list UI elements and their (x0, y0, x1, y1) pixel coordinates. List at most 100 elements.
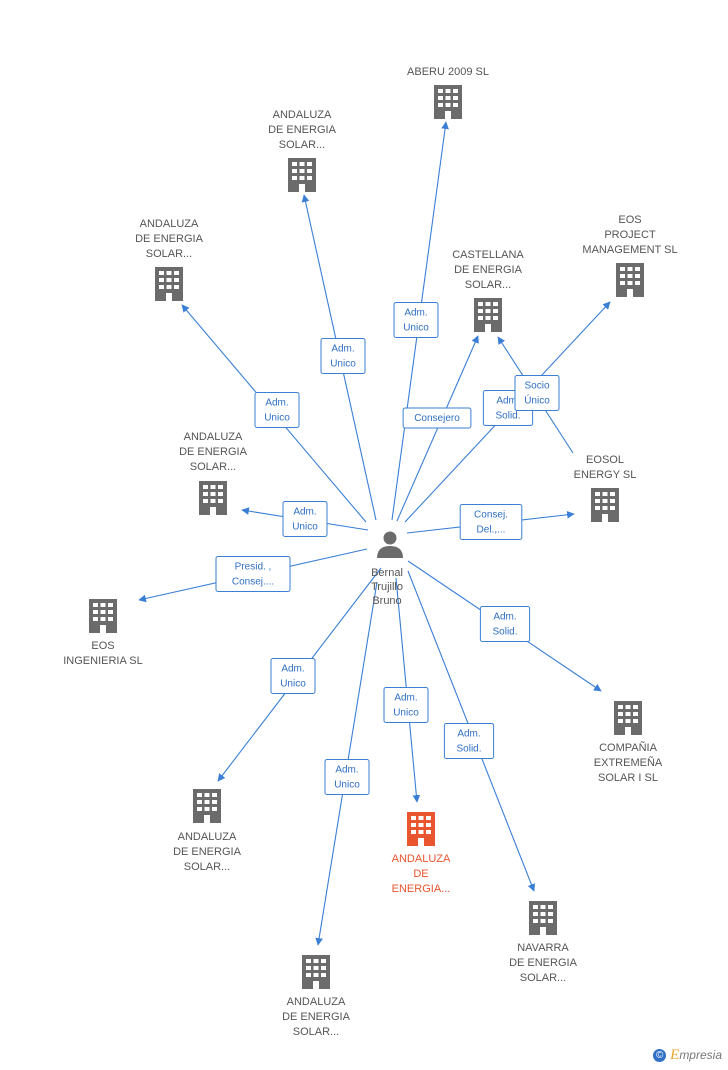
company-label-line: ANDALUZA (287, 996, 346, 1008)
role-text: Adm. (293, 507, 316, 518)
role-box (254, 392, 300, 428)
relation-role-label[interactable]: Adm. Unico (324, 759, 370, 795)
company-node-andaluza-main[interactable]: ANDALUZA DE ENERGIA... (392, 812, 451, 895)
relation-role-label[interactable]: Adm. Unico (320, 338, 366, 374)
role-text: Unico (403, 323, 429, 334)
company-node-andaluza-midleft[interactable]: ANDALUZA DE ENERGIA SOLAR... (179, 431, 248, 515)
building-icon (155, 267, 183, 301)
relation-role-label[interactable]: Consej. Del.,... (459, 504, 523, 540)
role-text: Adm. (331, 344, 354, 355)
company-label-line: ABERU 2009 SL (407, 66, 489, 78)
building-icon (288, 158, 316, 192)
role-text: Adm. (265, 398, 288, 409)
role-box (393, 302, 439, 338)
role-text: Consejero (414, 413, 460, 424)
company-label-line: SOLAR... (465, 279, 511, 291)
company-label-line: SOLAR... (184, 861, 230, 873)
role-text: Unico (334, 780, 360, 791)
company-label-line: ANDALUZA (392, 853, 451, 865)
company-label-line: NAVARRA (517, 942, 569, 954)
relation-role-label[interactable]: Adm.Solid. (479, 606, 531, 642)
company-label-line: EXTREMEÑA (594, 756, 663, 769)
company-label-line: INGENIERIA SL (63, 655, 142, 667)
building-icon (474, 298, 502, 332)
company-label-line: DE ENERGIA (509, 957, 578, 969)
company-label-line: ANDALUZA (184, 431, 243, 443)
person-name-line: Bruno (372, 595, 401, 607)
brand-initial: E (670, 1047, 680, 1063)
company-label-line: ENERGY SL (574, 469, 637, 481)
company-label-line: ANDALUZA (178, 831, 237, 843)
company-node-castellana[interactable]: CASTELLANA DE ENERGIA SOLAR... (452, 249, 524, 332)
relation-role-label[interactable]: Adm.Unico (254, 392, 300, 428)
relation-role-label[interactable]: Adm. Unico (383, 687, 429, 723)
relation-role-label[interactable]: Adm. Unico (393, 302, 439, 338)
role-text: Consej. (474, 510, 508, 521)
relation-role-label[interactable]: Consejero (402, 407, 472, 429)
role-text: Adm. (335, 765, 358, 776)
company-label-line: DE ENERGIA (173, 846, 242, 858)
company-label-line: SOLAR... (293, 1026, 339, 1038)
company-label-line: DE ENERGIA (268, 124, 337, 136)
company-label-line: DE ENERGIA (179, 446, 248, 458)
building-icon (199, 481, 227, 515)
role-text: Del.,... (477, 525, 506, 536)
company-node-compania[interactable]: COMPAÑIA EXTREMEÑA SOLAR I SL (594, 701, 663, 784)
role-text: Adm. (281, 664, 304, 675)
role-text: Unico (393, 708, 419, 719)
company-label-line: SOLAR I SL (598, 772, 658, 784)
building-icon (434, 85, 462, 119)
role-text: Adm. (404, 308, 427, 319)
relation-role-label[interactable]: Adm.Unico (282, 501, 328, 537)
relation-role-label[interactable]: Adm.Solid. (443, 723, 495, 759)
company-node-aberu[interactable]: ABERU 2009 SL (407, 66, 489, 119)
building-icon (407, 812, 435, 846)
building-icon (591, 488, 619, 522)
company-label-line: SOLAR... (190, 461, 236, 473)
role-box (324, 759, 370, 795)
building-icon (302, 955, 330, 989)
role-box (479, 606, 531, 642)
brand-logo: ©Empresia (653, 1047, 722, 1064)
company-node-eos-ing[interactable]: EOS INGENIERIA SL (63, 599, 143, 667)
company-label-line: ENERGIA... (392, 883, 451, 895)
role-text: Adm. (457, 729, 480, 740)
copyright-icon: © (653, 1049, 667, 1063)
role-text: Unico (280, 679, 306, 690)
company-label-line: DE ENERGIA (454, 264, 523, 276)
company-label-line: ANDALUZA (273, 109, 332, 121)
role-box (459, 504, 523, 540)
company-node-navarra[interactable]: NAVARRA DE ENERGIA SOLAR... (509, 901, 578, 984)
building-icon (614, 701, 642, 735)
company-node-andaluza-lowleft[interactable]: ANDALUZA DE ENERGIA SOLAR... (173, 789, 242, 873)
brand-name: mpresia (679, 1048, 722, 1062)
role-box (215, 556, 291, 592)
company-label-line: EOS (91, 640, 114, 652)
company-label-line: COMPAÑIA (599, 741, 658, 754)
company-label-line: EOS (618, 214, 641, 226)
role-box (282, 501, 328, 537)
person-icon (377, 531, 403, 558)
role-text: Adm. (493, 612, 516, 623)
role-box (443, 723, 495, 759)
role-text: Adm. (394, 693, 417, 704)
relation-role-label[interactable]: Presid. ,Consej.... (215, 556, 291, 592)
building-icon (529, 901, 557, 935)
company-label-line: MANAGEMENT SL (582, 244, 677, 256)
role-text: Único (524, 394, 550, 407)
person-name-line: Bernal (371, 567, 403, 579)
building-icon (89, 599, 117, 633)
company-label-line: SOLAR... (146, 248, 192, 260)
relation-role-label[interactable]: Adm. Unico (270, 658, 316, 694)
company-label-line: CASTELLANA (452, 249, 524, 261)
company-label-line: SOLAR... (520, 972, 566, 984)
company-label-line: DE (413, 868, 428, 880)
role-text: Unico (330, 359, 356, 370)
